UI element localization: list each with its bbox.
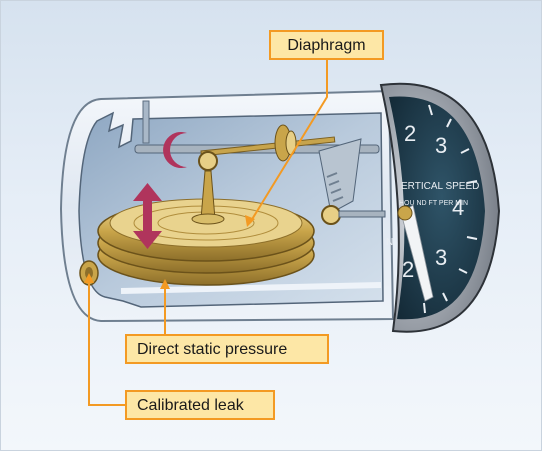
calibrated-leak-label: Calibrated leak [125,390,275,420]
up-down-arrow-icon [133,183,162,249]
diaphragm-label: Diaphragm [269,30,384,60]
needle-hub [397,205,413,221]
dial-numeral-3-upper: 3 [435,133,447,158]
dial-title: ERTICAL SPEED [401,181,479,192]
leader-lines [84,59,328,406]
dial-left-mark: N [386,237,393,248]
dial-numeral-4: 4 [452,195,464,220]
dial-units: HOU ND FT PER MIN [399,200,468,207]
dial-numeral-3-lower: 3 [435,245,447,270]
dial-numeral-2-upper: 2 [404,121,416,146]
dial-numeral-2-lower: 2 [402,257,414,282]
linkage-mechanism [134,100,386,225]
direct-static-pressure-label: Direct static pressure [125,334,329,364]
crescent-icon [163,132,187,168]
vertical-speed-dial: ERTICAL SPEED HOU ND FT PER MIN 2 3 4 3 … [379,82,501,333]
